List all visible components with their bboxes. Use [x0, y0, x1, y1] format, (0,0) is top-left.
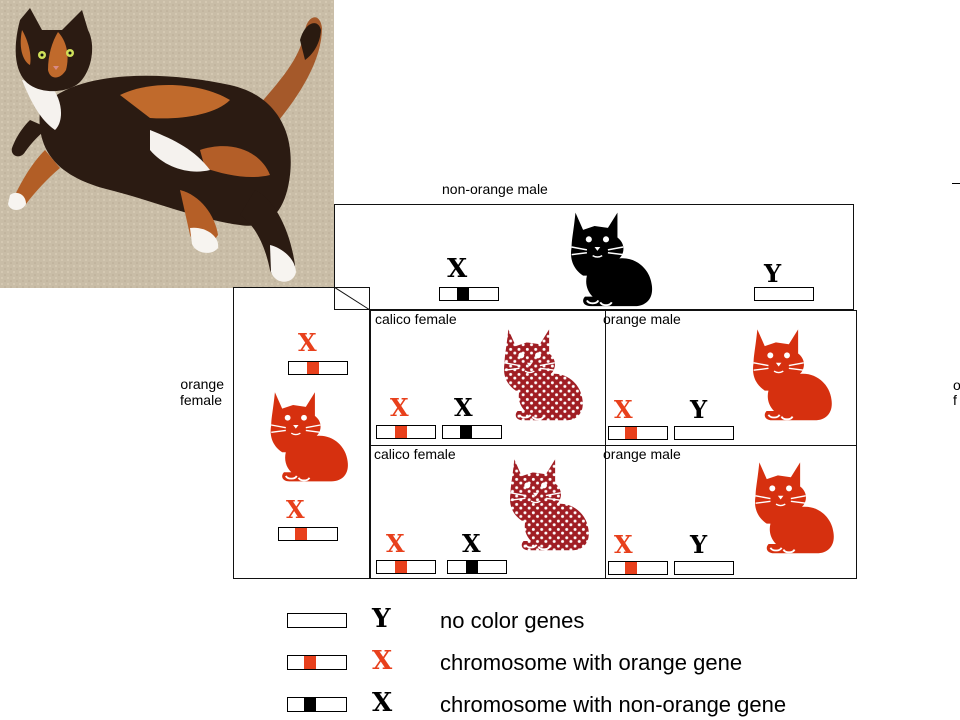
legend-text: chromosome with orange gene — [440, 650, 743, 675]
calico-cat-icon — [492, 452, 596, 554]
chromosome-non-orange — [439, 287, 499, 301]
box-connector — [333, 286, 382, 311]
cell-tl-label: calico female — [375, 311, 457, 327]
cell-bl-label: calico female — [374, 446, 456, 462]
orange-cat-icon — [737, 455, 841, 557]
legend: Y no color genes X chromosome with orang… — [0, 600, 960, 720]
y-chromosome-letter: Y — [690, 395, 708, 424]
chromosome-non-orange — [442, 425, 502, 439]
chromosome-orange — [608, 426, 668, 440]
chromosome-blank — [287, 613, 347, 628]
x-chromosome-letter: X — [454, 393, 473, 422]
x-orange-letter: X — [372, 646, 393, 676]
x-orange-letter: X — [286, 495, 305, 524]
chromosome-orange — [608, 561, 668, 575]
top-parent-label: non-orange male — [442, 181, 548, 197]
x-orange-letter: X — [390, 393, 409, 422]
chromosome-orange — [376, 425, 436, 439]
x-orange-letter: X — [298, 328, 317, 357]
x-orange-letter: X — [614, 530, 633, 559]
orange-cat-icon — [735, 322, 839, 424]
left-parent-box — [233, 287, 370, 579]
x-chromosome-letter: X — [447, 254, 468, 284]
chromosome-orange — [376, 560, 436, 574]
legend-text: chromosome with non-orange gene — [440, 692, 787, 717]
chromosome-blank — [674, 561, 734, 575]
right-edge-label-line2: f — [953, 392, 957, 408]
legend-text: no color genes — [440, 608, 585, 633]
left-parent-label-line1: orange — [180, 376, 224, 392]
calico-cat-photo — [0, 0, 334, 288]
chromosome-blank — [674, 426, 734, 440]
chromosome-blank — [754, 287, 814, 301]
cell-tr-label: orange male — [603, 311, 681, 327]
x-chromosome-letter: X — [372, 688, 393, 718]
black-cat-icon — [556, 205, 656, 310]
x-orange-letter: X — [614, 395, 633, 424]
left-parent-label-line2: female — [179, 392, 222, 408]
right-edge-tick — [952, 183, 960, 184]
chromosome-orange — [288, 361, 348, 375]
top-parent-box — [334, 204, 854, 310]
chromosome-non-orange — [447, 560, 507, 574]
x-chromosome-letter: X — [462, 529, 481, 558]
cell-bottom-right — [605, 445, 857, 579]
y-chromosome-letter: Y — [372, 604, 391, 634]
chromosome-non-orange — [287, 697, 347, 712]
orange-cat-icon — [250, 385, 358, 485]
chromosome-orange — [278, 527, 338, 541]
y-chromosome-letter: Y — [764, 259, 782, 288]
cell-br-label: orange male — [603, 446, 681, 462]
chromosome-orange — [287, 655, 347, 670]
calico-cat-icon — [486, 322, 590, 424]
x-orange-letter: X — [386, 529, 405, 558]
right-edge-label-line1: o — [953, 377, 960, 393]
y-chromosome-letter: Y — [690, 530, 708, 559]
